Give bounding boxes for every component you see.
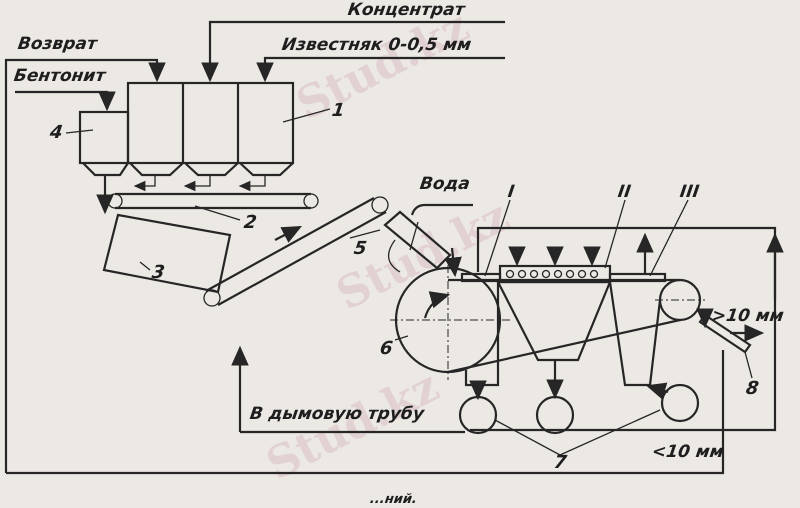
mixer-drum [102, 213, 232, 294]
zone-label-3: III [678, 182, 701, 202]
feed-lines [4, 20, 505, 473]
pelletizer [383, 203, 473, 278]
leader-lines [65, 108, 689, 341]
label-over-10mm: >10 мм [710, 306, 786, 326]
label-chimney: В дымовую трубу [248, 404, 426, 424]
label-return: Возврат [16, 34, 99, 54]
collecting-conveyor [107, 192, 319, 210]
label-concentrate: Концентрат [346, 0, 466, 20]
induration-machine [6, 226, 784, 475]
number-7: 7 [552, 452, 569, 473]
label-bentonite: Бентонит [12, 66, 107, 86]
label-under-10mm: <10 мм [650, 442, 726, 462]
label-limestone: Известняк 0-0,5 мм [280, 35, 473, 55]
footer-fragment: ...ний. [368, 492, 419, 507]
storage-bins [78, 81, 295, 215]
label-water: Вода [418, 174, 472, 194]
number-4: 4 [48, 122, 65, 143]
inclined-conveyor [203, 196, 389, 307]
